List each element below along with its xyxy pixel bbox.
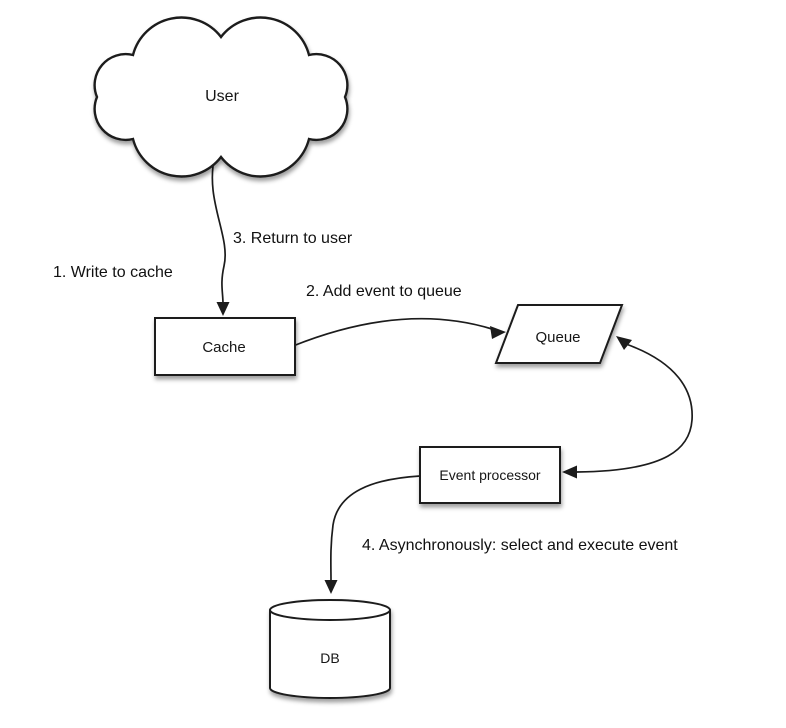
cache-label: Cache xyxy=(202,339,245,356)
queue-label: Queue xyxy=(535,329,580,346)
event-processor-label: Event processor xyxy=(439,467,540,483)
cache-box xyxy=(154,317,296,376)
edge-cache-queue xyxy=(292,317,493,347)
edge-event-processor-db xyxy=(329,475,421,582)
label-return-to-user: 3. Return to user xyxy=(233,230,353,247)
db-label: DB xyxy=(320,650,339,666)
db-cylinder xyxy=(269,599,391,699)
db-cylinder-top xyxy=(269,599,391,621)
db-cylinder-body xyxy=(269,610,391,699)
arrowhead-into-queue-left xyxy=(490,326,506,339)
arrowhead-into-event-processor xyxy=(562,465,577,479)
arrowhead-into-cache xyxy=(216,302,230,316)
labels-layer: User Cache Queue Event processor DB 1. W… xyxy=(53,88,678,666)
event-processor-box xyxy=(419,446,561,504)
arrowhead-into-db xyxy=(324,580,338,594)
label-add-event-to-queue: 2. Add event to queue xyxy=(306,283,462,300)
label-async-select-execute: 4. Asynchronously: select and execute ev… xyxy=(362,537,678,554)
label-write-to-cache: 1. Write to cache xyxy=(53,264,173,281)
shapes-layer xyxy=(93,16,624,699)
arrowhead-into-queue-right xyxy=(616,336,632,350)
edge-user-cache xyxy=(211,154,226,305)
user-label: User xyxy=(205,88,239,105)
edge-queue-event-processor xyxy=(576,343,693,473)
user-cloud-shape xyxy=(93,16,349,178)
edges-layer xyxy=(211,154,693,594)
queue-parallelogram xyxy=(494,304,624,364)
